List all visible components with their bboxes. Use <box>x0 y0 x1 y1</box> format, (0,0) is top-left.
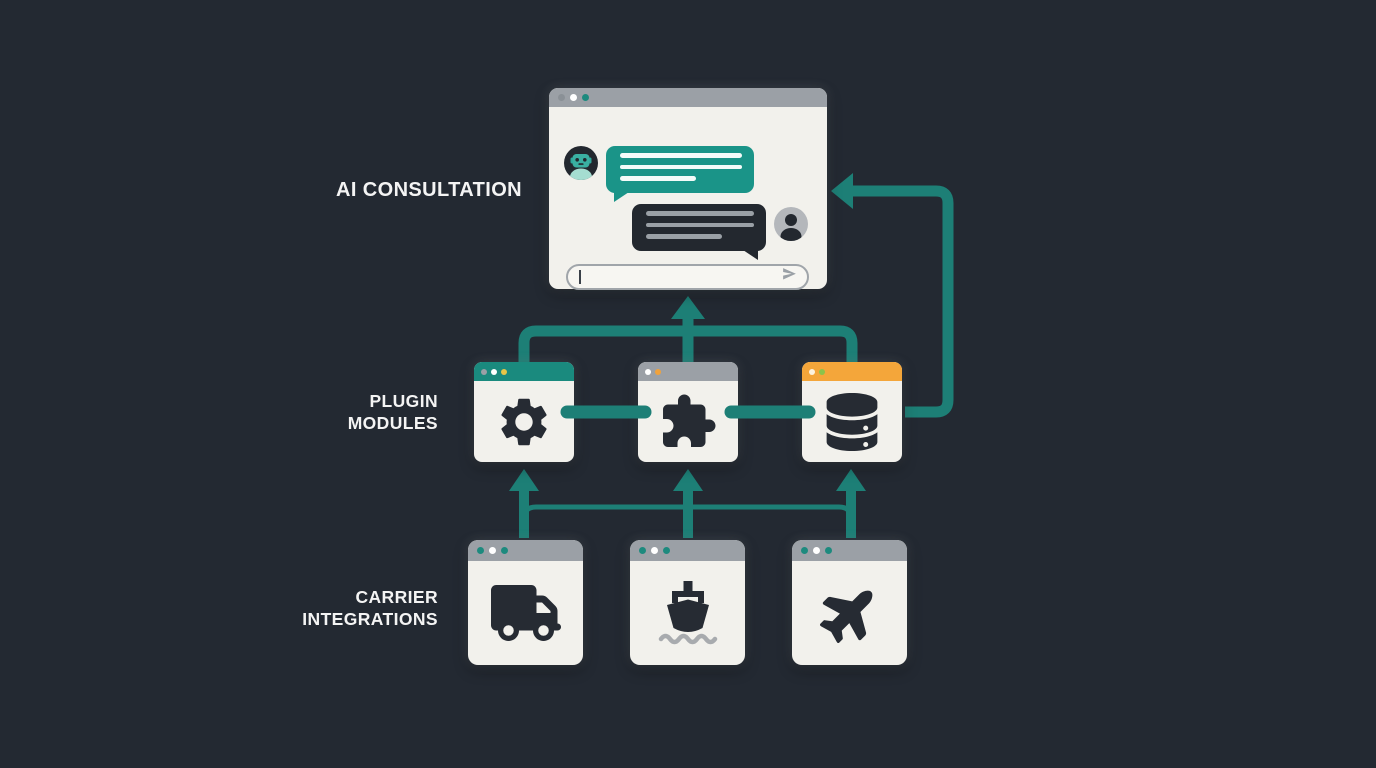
user-avatar-icon <box>774 207 808 241</box>
message-text-line <box>620 176 696 181</box>
user-message-bubble <box>632 204 766 260</box>
window-dot <box>639 547 646 554</box>
ship-carrier-window <box>630 540 745 665</box>
ship-icon <box>630 561 745 665</box>
window-dot <box>813 547 820 554</box>
window-dot <box>801 547 808 554</box>
module-titlebar <box>474 362 574 381</box>
database-to-chat-loop <box>850 185 954 418</box>
window-dot <box>501 368 507 375</box>
carrier-integrations-label: CARRIER INTEGRATIONS <box>302 587 438 629</box>
settings-module-window <box>474 362 574 462</box>
window-dot <box>477 547 484 554</box>
window-dot <box>655 368 661 375</box>
carrier-titlebar <box>468 540 583 561</box>
up-arrowhead-main <box>671 296 705 319</box>
window-dot <box>489 547 496 554</box>
window-dot <box>582 94 589 101</box>
module-titlebar <box>638 362 738 381</box>
message-text-line <box>646 234 722 239</box>
plane-icon <box>792 561 907 665</box>
window-dot <box>570 94 577 101</box>
ai-consultation-label: AI CONSULTATION <box>336 179 522 201</box>
up-arrowhead-1 <box>509 469 539 491</box>
window-dot <box>825 547 832 554</box>
message-text-line <box>620 164 742 169</box>
window-dot <box>481 368 487 375</box>
truck-icon <box>468 561 583 665</box>
plane-carrier-window <box>792 540 907 665</box>
text-cursor <box>579 270 581 284</box>
carrier-titlebar <box>630 540 745 561</box>
up-arrowhead-3 <box>836 469 866 491</box>
robot-avatar-icon <box>564 146 598 180</box>
bot-message-bubble <box>606 146 754 202</box>
window-dot <box>651 547 658 554</box>
window-dot <box>491 368 497 375</box>
window-dot <box>645 368 651 375</box>
window-dot <box>663 547 670 554</box>
left-arrowhead-loop <box>831 173 853 209</box>
truck-carrier-window <box>468 540 583 665</box>
database-module-window <box>802 362 902 462</box>
puzzle-piece-icon <box>638 381 738 462</box>
chat-window-titlebar <box>549 88 827 107</box>
module-titlebar <box>802 362 902 381</box>
message-text-line <box>620 153 742 158</box>
plugin-modules-label: PLUGIN MODULES <box>347 391 438 433</box>
extension-module-window <box>638 362 738 462</box>
window-dot <box>501 547 508 554</box>
chat-input <box>566 264 809 290</box>
chat-body <box>549 107 827 290</box>
window-dot <box>819 368 825 375</box>
ai-chat-window <box>549 88 827 290</box>
database-icon <box>802 381 902 462</box>
window-dot <box>809 368 815 375</box>
paper-plane-send-icon <box>781 266 798 288</box>
window-dot <box>558 94 565 101</box>
message-text-line <box>646 222 754 227</box>
message-text-line <box>646 211 754 216</box>
gear-icon <box>474 381 574 462</box>
up-arrowhead-2 <box>673 469 703 491</box>
carrier-titlebar <box>792 540 907 561</box>
